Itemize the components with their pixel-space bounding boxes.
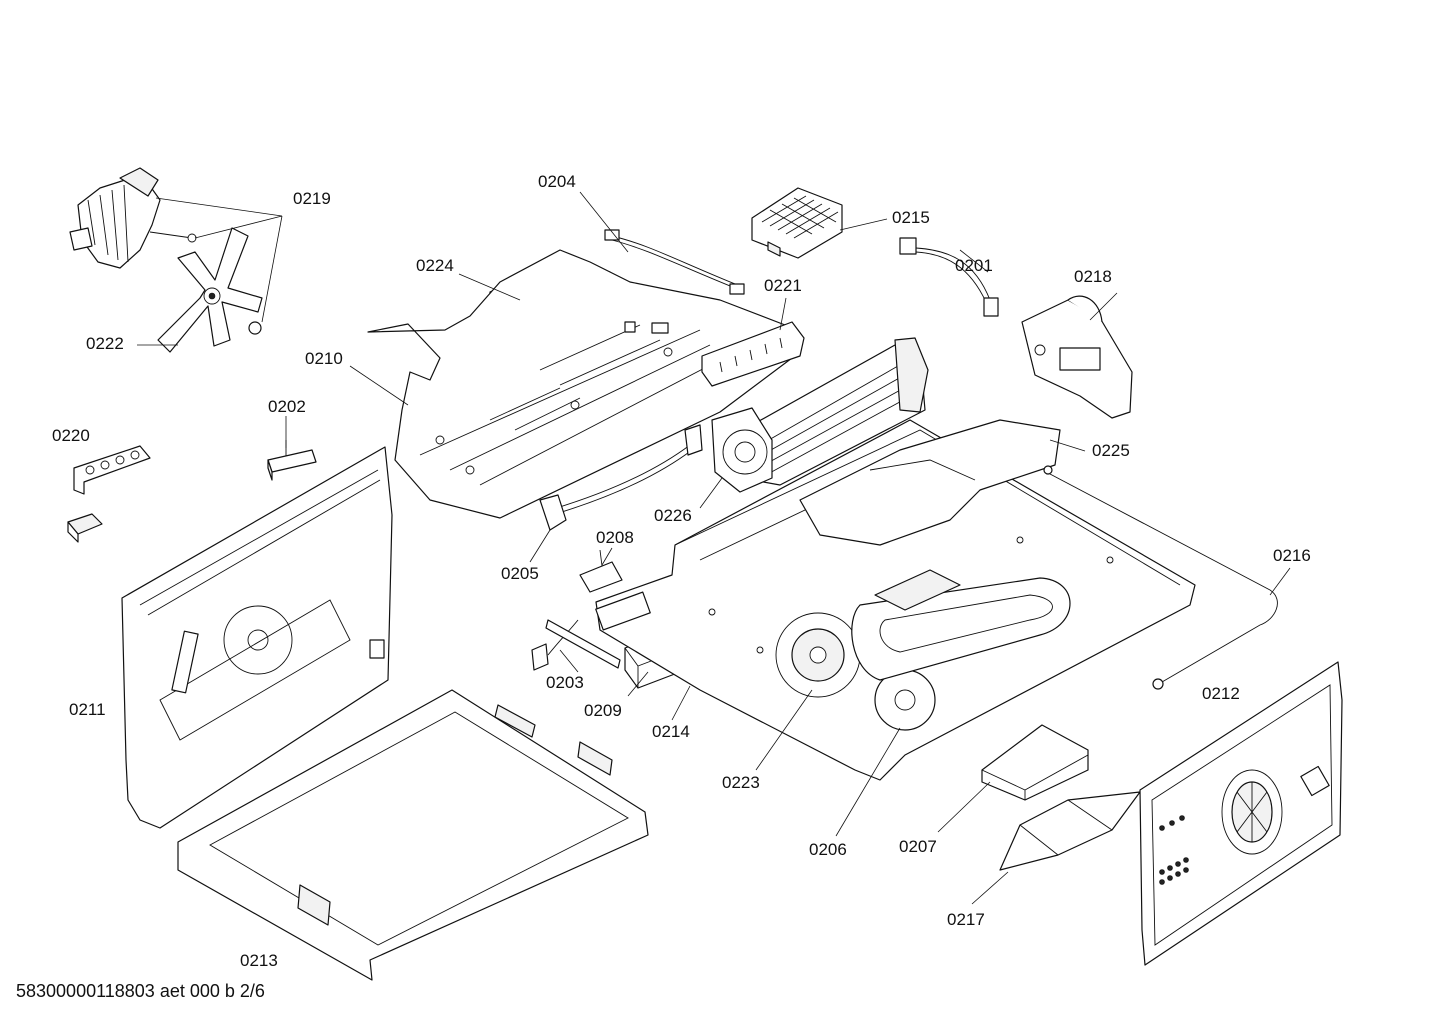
callout-0215: 0215 [892,208,930,227]
drawing-reference-code: 58300000118803 aet 000 b 2/6 [16,981,265,1001]
callout-0226: 0226 [654,506,692,525]
part-0204-wire-harness [604,229,745,295]
callout-0202: 0202 [268,397,306,416]
part-0211-rear-panel [121,446,393,829]
callout-0214: 0214 [652,722,690,741]
part-0203-sensor [531,619,621,671]
part-0201-cable [899,237,999,317]
callout-0207: 0207 [899,837,937,856]
part-0219-fan-motor [69,167,197,269]
callout-labels: 0201 0202 0203 0204 0205 0206 0207 0208 … [52,172,1311,970]
callout-0222: 0222 [86,334,124,353]
callout-0205: 0205 [501,564,539,583]
leader-lines [137,191,1291,905]
callout-0223: 0223 [722,773,760,792]
part-0220-terminal-block [67,445,151,543]
callout-0208: 0208 [596,528,634,547]
callout-0209: 0209 [584,701,622,720]
callout-0203: 0203 [546,673,584,692]
callout-0220: 0220 [52,426,90,445]
part-0202-switch [267,440,317,481]
part-0217-deflector [999,791,1141,871]
part-0226-tangential-fan [711,337,929,493]
callout-0219: 0219 [293,189,331,208]
callout-0225: 0225 [1092,441,1130,460]
part-0208-thermal-switch [579,549,623,593]
part-0212-front-panel [1139,661,1343,966]
callout-0221: 0221 [764,276,802,295]
callout-0216: 0216 [1273,546,1311,565]
callout-0210: 0210 [305,349,343,368]
callout-0201: 0201 [955,256,993,275]
part-0215-heat-sink [751,187,843,259]
part-0214-main-panel [595,419,1196,781]
callout-0218: 0218 [1074,267,1112,286]
part-0213-floor-tray [177,689,649,981]
front-panel-vent-holes [1159,815,1189,885]
callout-0211: 0211 [69,700,106,719]
callout-0213: 0213 [240,951,278,970]
callout-0217: 0217 [947,910,985,929]
part-0205-wiring-loom [539,424,703,531]
part-0210-bracket [367,249,805,519]
callout-0204: 0204 [538,172,576,191]
part-0218-switch-bracket [1021,295,1133,419]
callout-0224: 0224 [416,256,454,275]
part-0207-control-module [981,724,1089,801]
callout-0212: 0212 [1202,684,1240,703]
part-0216-probe-cable [1043,465,1278,690]
part-0222-fan-blade [157,227,263,353]
callout-0206: 0206 [809,840,847,859]
